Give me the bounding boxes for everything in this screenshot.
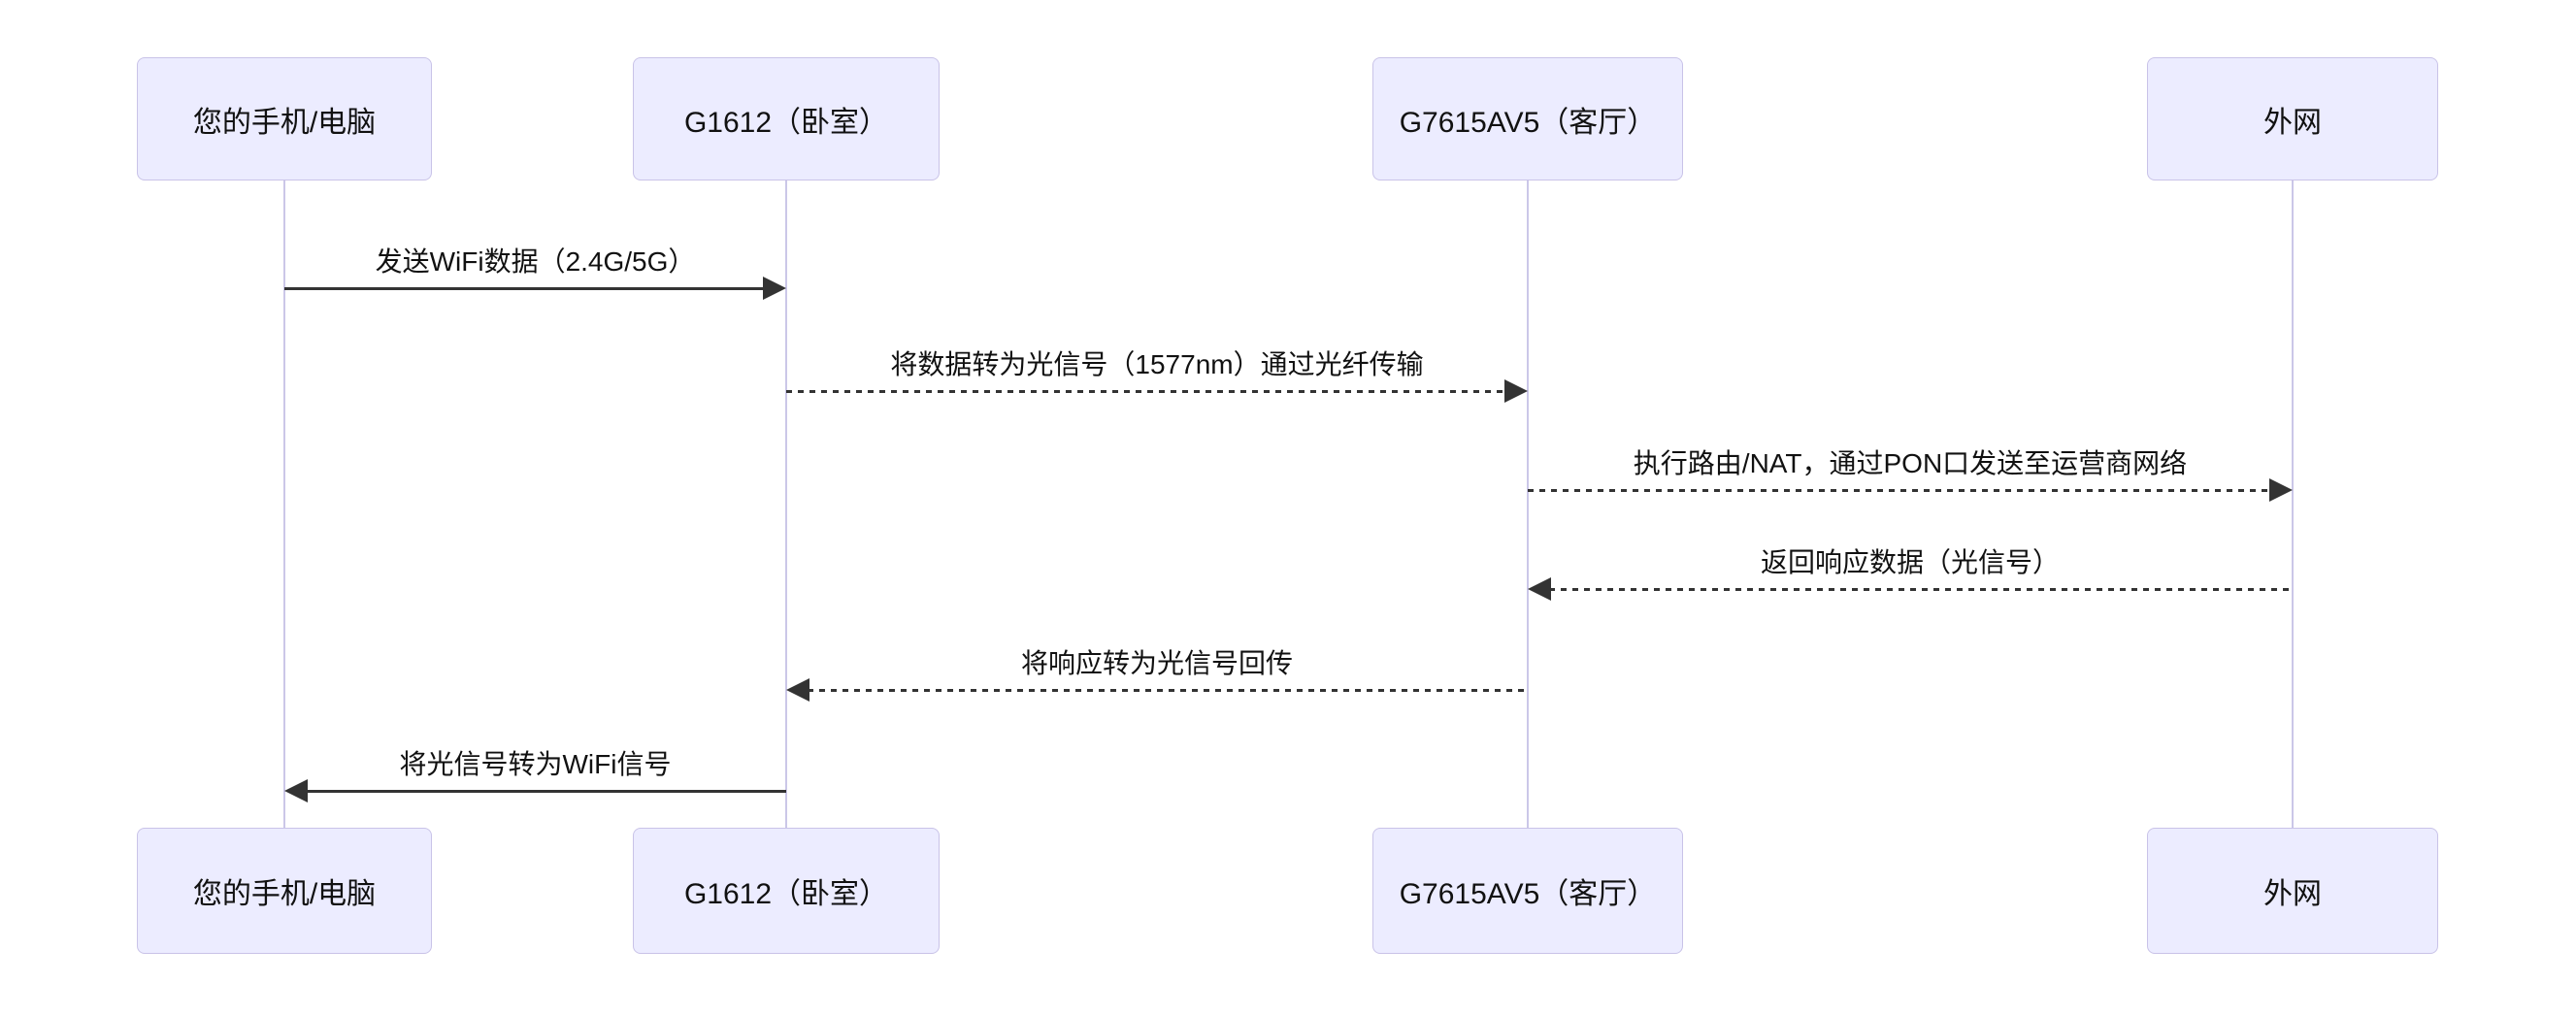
arrowhead-left-icon [1528, 577, 1551, 601]
actor-top-phone: 您的手机/电脑 [137, 57, 432, 180]
lifeline-phone [283, 180, 285, 828]
arrowhead-left-icon [284, 779, 308, 802]
lifeline-wan [2292, 180, 2294, 828]
actor-top-g1612: G1612（卧室） [633, 57, 940, 180]
message-line-routing-nat [1528, 489, 2271, 492]
arrowhead-right-icon [1504, 379, 1528, 403]
arrowhead-right-icon [763, 277, 786, 300]
message-label-optical-to-wifi: 将光信号转为WiFi信号 [399, 749, 672, 779]
message-line-convert-to-optical [786, 390, 1506, 393]
actor-top-g7615av5: G7615AV5（客厅） [1372, 57, 1683, 180]
lifeline-g1612 [785, 180, 787, 828]
message-line-return-response [1549, 588, 2293, 591]
lifeline-g7615av5 [1527, 180, 1529, 828]
message-line-optical-to-wifi [306, 790, 786, 793]
message-label-convert-to-optical: 将数据转为光信号（1577nm）通过光纤传输 [890, 349, 1424, 379]
actor-bottom-g1612: G1612（卧室） [633, 828, 940, 954]
message-line-send-wifi-data [284, 287, 765, 290]
actor-bottom-phone: 您的手机/电脑 [137, 828, 432, 954]
message-label-response-to-optical: 将响应转为光信号回传 [1020, 648, 1293, 678]
message-label-send-wifi-data: 发送WiFi数据（2.4G/5G） [375, 246, 696, 277]
message-label-routing-nat: 执行路由/NAT，通过PON口发送至运营商网络 [1633, 448, 2188, 478]
message-line-response-to-optical [808, 689, 1528, 692]
arrowhead-left-icon [786, 678, 809, 702]
message-label-return-response: 返回响应数据（光信号） [1760, 547, 2060, 577]
actor-top-wan: 外网 [2147, 57, 2438, 180]
actor-bottom-g7615av5: G7615AV5（客厅） [1372, 828, 1683, 954]
actor-bottom-wan: 外网 [2147, 828, 2438, 954]
arrowhead-right-icon [2269, 478, 2293, 502]
